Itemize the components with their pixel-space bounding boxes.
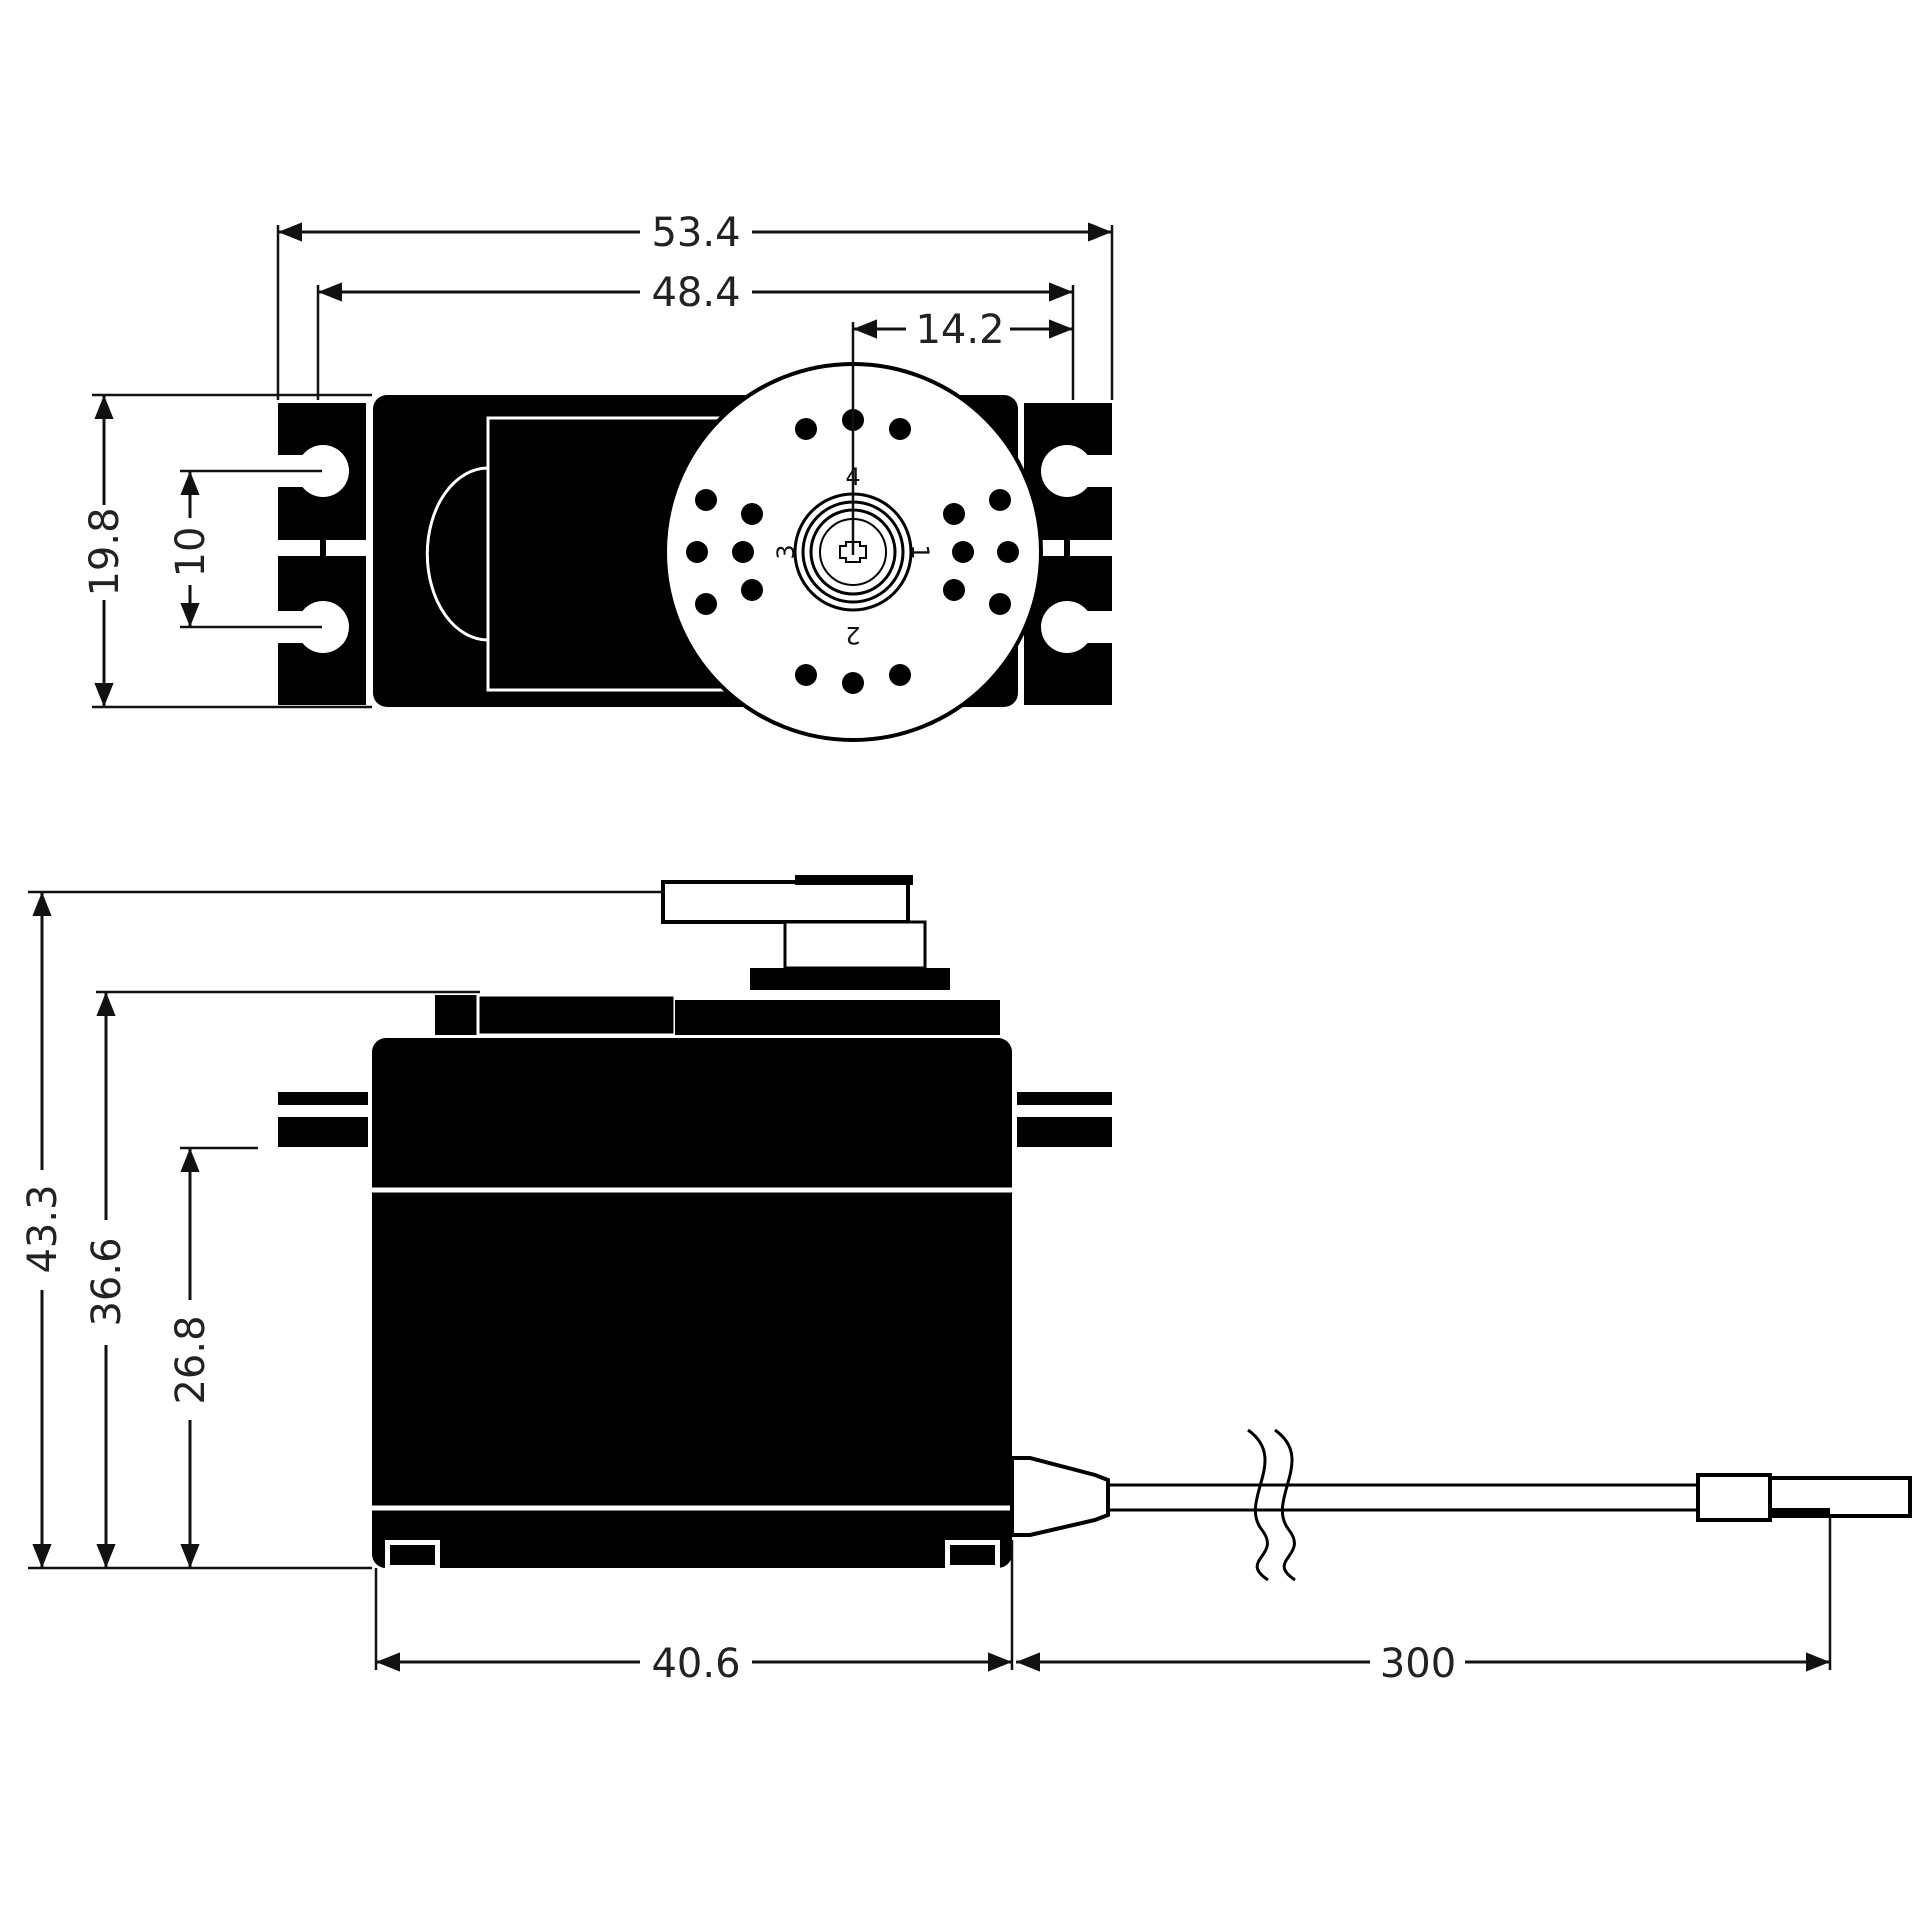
dim-cable-length: 300 [1380,1641,1456,1687]
dim-flange-height: 26.8 [168,1315,214,1404]
dim-total-height: 43.3 [20,1184,66,1273]
left-mount-flange [278,403,370,705]
dim-mount-hole-spacing: 48.4 [651,270,740,316]
spline-screw-icon [839,541,867,563]
cable-break-icon [1247,1428,1269,1582]
side-mount-tabs [278,1092,1112,1147]
dim-case-top-height: 36.6 [84,1237,130,1326]
dim-overall-flange-width: 53.4 [651,210,740,256]
dim-shaft-offset: 14.2 [915,307,1004,353]
top-view: 1 2 3 4 53.4 48.4 14.2 19.8 [82,210,1114,742]
servo-cable [1010,1428,1912,1582]
horn-holes [686,409,1019,694]
cable-connector [1696,1473,1772,1522]
dim-body-depth: 19.8 [82,507,128,596]
horn-label-3: 3 [772,544,800,559]
servo-case-side [372,993,1012,1568]
horn-label-2: 2 [845,621,860,649]
output-horn-side [661,875,950,990]
top-view-dimensions: 53.4 48.4 14.2 19.8 10 [82,210,1114,709]
dim-hole-pitch: 10 [168,527,214,578]
side-view-dimensions: 43.3 36.6 26.8 40.6 300 [20,890,1832,1687]
side-view: 43.3 36.6 26.8 40.6 300 [20,875,1912,1687]
dim-body-length: 40.6 [651,1641,740,1687]
horn-label-1: 1 [906,544,934,559]
